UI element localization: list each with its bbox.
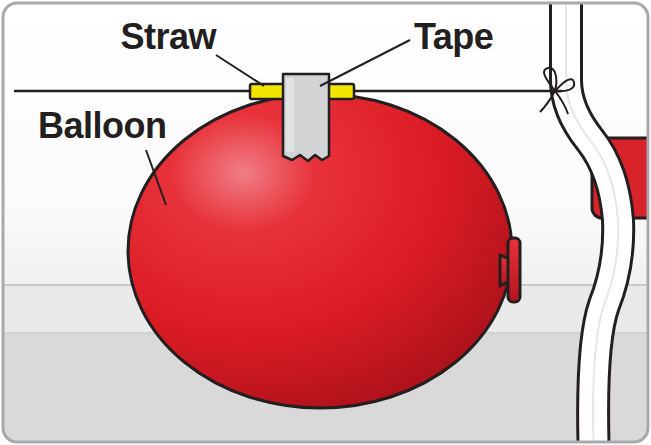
part-label: Balloon xyxy=(38,108,167,144)
tape xyxy=(283,74,329,161)
part-label: Tape xyxy=(414,19,493,55)
leader-line xyxy=(146,150,166,205)
leader-line xyxy=(320,40,410,86)
part-label: Straw xyxy=(120,19,216,55)
leader-line xyxy=(216,55,264,86)
knot xyxy=(540,68,574,114)
nozzle-rim xyxy=(508,238,520,302)
frame xyxy=(3,3,648,442)
chair-frame xyxy=(566,3,618,442)
